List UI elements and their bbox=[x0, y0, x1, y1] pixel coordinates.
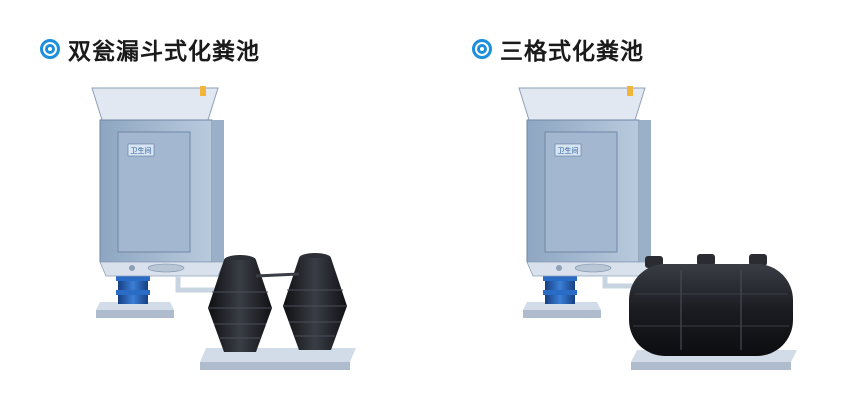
booth-base-slab bbox=[96, 302, 174, 318]
door-sign-plate bbox=[127, 143, 155, 157]
section-title: 双瓮漏斗式化粪池 bbox=[68, 39, 260, 65]
door-sign-text: 卫生间 bbox=[131, 146, 152, 155]
connecting-pipe bbox=[255, 272, 300, 278]
drain-pipe bbox=[175, 276, 220, 293]
drain-pipe bbox=[602, 276, 645, 289]
roof-vent bbox=[200, 86, 206, 96]
three-chamber-tank bbox=[629, 254, 793, 356]
tank-base-slab bbox=[200, 348, 356, 370]
urn-tank-1 bbox=[208, 255, 272, 352]
section-title: 三格式化粪池 bbox=[500, 39, 644, 65]
booth-base-slab bbox=[523, 302, 601, 318]
door-sign-plate bbox=[554, 143, 582, 157]
door-sign-text: 卫生间 bbox=[558, 146, 579, 155]
toilet-booth: 卫生间 bbox=[91, 86, 225, 277]
urn-tank-2 bbox=[283, 253, 347, 350]
three-chamber-septic-illustration: 卫生间 bbox=[518, 86, 797, 370]
section-heading-three-chamber: 三格式化粪池 bbox=[472, 32, 644, 66]
double-urn-septic-illustration: 卫生间 bbox=[91, 86, 356, 370]
toilet-booth: 卫生间 bbox=[518, 86, 652, 277]
roof-vent bbox=[627, 86, 633, 96]
section-heading-double-urn: 双瓮漏斗式化粪池 bbox=[40, 32, 260, 66]
ring-bullet-icon bbox=[40, 39, 60, 59]
ring-bullet-icon bbox=[472, 39, 492, 59]
